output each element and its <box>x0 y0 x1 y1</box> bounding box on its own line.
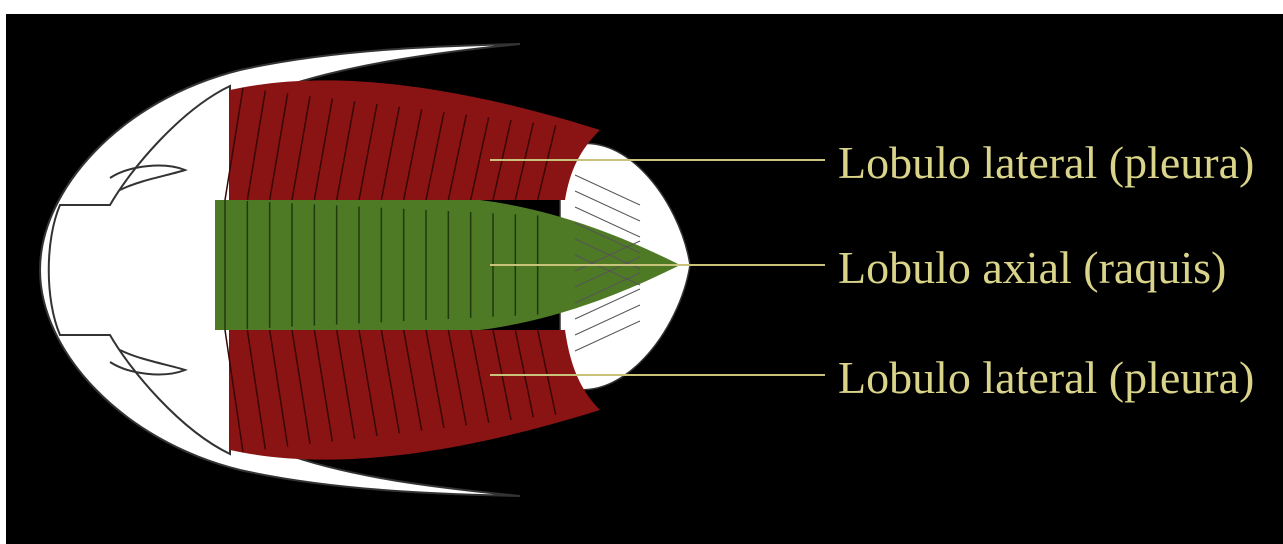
label-pleura-top: Lobulo lateral (pleura) <box>838 137 1254 188</box>
label-pleura-bottom: Lobulo lateral (pleura) <box>838 352 1254 403</box>
label-raquis: Lobulo axial (raquis) <box>838 242 1226 293</box>
